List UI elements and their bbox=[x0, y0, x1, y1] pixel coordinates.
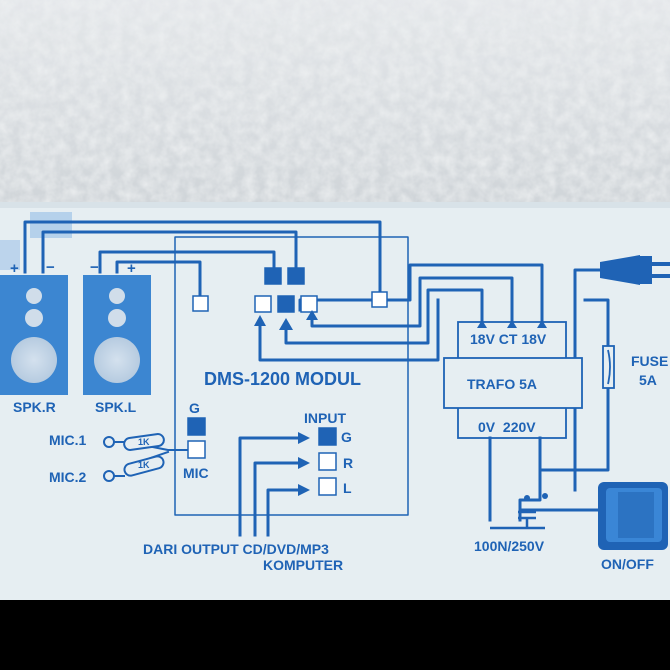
fuse-label: FUSE bbox=[631, 353, 669, 369]
power-plug-icon bbox=[600, 255, 670, 285]
input-g-label: G bbox=[341, 429, 352, 445]
resistor-1-label: 1K bbox=[138, 437, 150, 447]
spk-l-label: SPK.L bbox=[95, 399, 137, 415]
fuse-rating-label: 5A bbox=[639, 372, 657, 388]
capacitor-label: 100N/250V bbox=[474, 538, 545, 554]
capacitor-icon bbox=[490, 510, 545, 530]
minus-sign-l: − bbox=[90, 259, 99, 276]
resistor-2-label: 1K bbox=[138, 460, 150, 470]
plus-sign-l: + bbox=[127, 260, 136, 277]
source-label: DARI OUTPUT CD/DVD/MP3 bbox=[143, 541, 329, 557]
mic1-label: MIC.1 bbox=[49, 432, 87, 448]
speaker-right bbox=[0, 275, 68, 395]
bottom-bar bbox=[0, 600, 670, 670]
g-terminal-label: G bbox=[189, 400, 200, 416]
input-r-label: R bbox=[343, 455, 354, 471]
background-wall bbox=[0, 0, 670, 210]
trafo-primary-label: 0V 220V bbox=[478, 419, 536, 435]
power-switch-icon bbox=[598, 482, 668, 550]
trafo-secondary-label: 18V CT 18V bbox=[470, 331, 547, 347]
speaker-left bbox=[83, 275, 151, 395]
input-label: INPUT bbox=[304, 410, 346, 426]
spk-r-label: SPK.R bbox=[13, 399, 56, 415]
komputer-label: KOMPUTER bbox=[263, 557, 344, 573]
onoff-label: ON/OFF bbox=[601, 556, 654, 572]
plus-sign-r: + bbox=[10, 260, 19, 277]
fuse-icon bbox=[602, 345, 615, 389]
trafo-name: TRAFO 5A bbox=[467, 376, 537, 392]
minus-sign-r: − bbox=[46, 259, 55, 276]
module-title: DMS-1200 MODUL bbox=[204, 369, 362, 389]
module-frame bbox=[174, 236, 409, 516]
input-l-label: L bbox=[343, 480, 352, 496]
mic-terminal-label: MIC bbox=[183, 465, 209, 481]
mic2-label: MIC.2 bbox=[49, 469, 87, 485]
